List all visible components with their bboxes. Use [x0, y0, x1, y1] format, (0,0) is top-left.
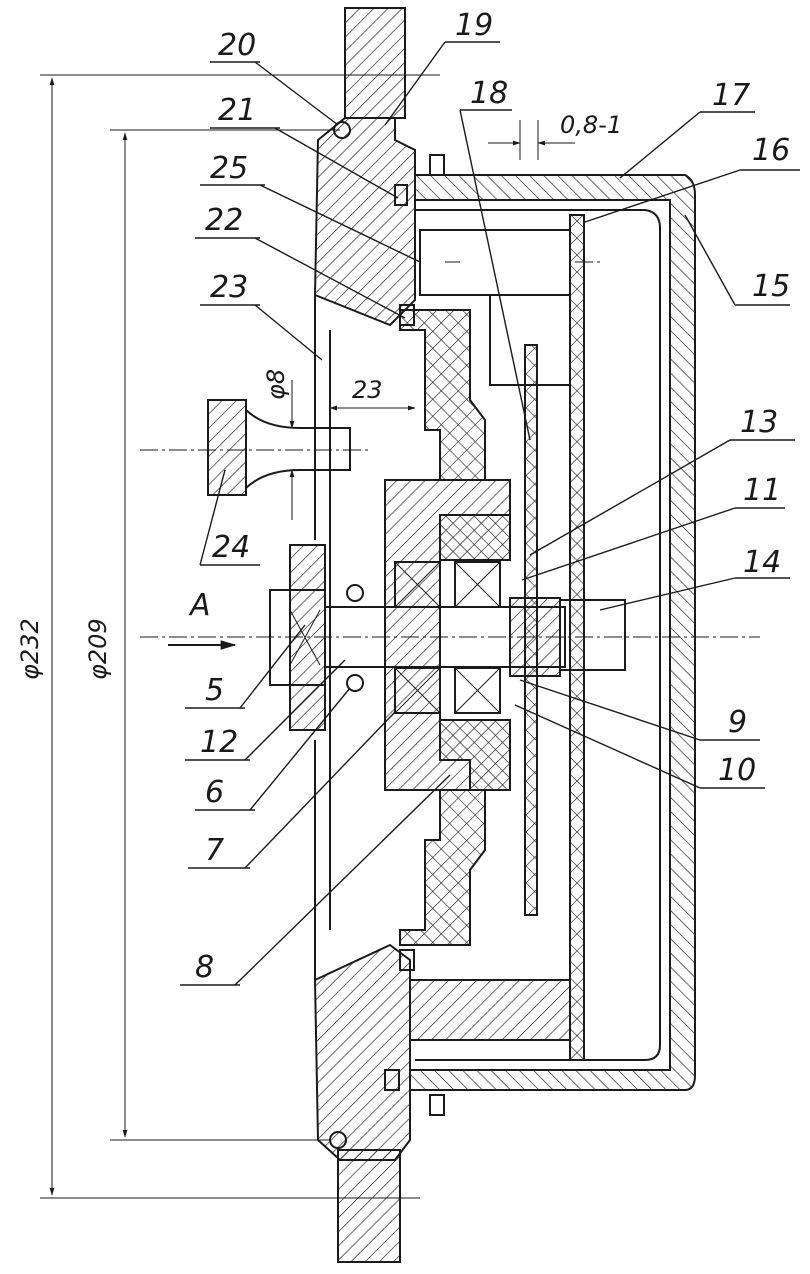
label-16: 16	[752, 133, 790, 168]
label-25: 25	[210, 151, 248, 186]
label-12: 12	[200, 725, 238, 760]
dim-hole-depth: 23	[352, 376, 383, 404]
label-10: 10	[718, 753, 756, 788]
label-5: 5	[205, 673, 224, 708]
dim-inner-diameter: φ209	[84, 618, 112, 680]
flywheel-upper	[313, 117, 416, 327]
label-7: 7	[205, 833, 224, 868]
housing-cover	[409, 174, 696, 1091]
label-22: 22	[205, 203, 243, 238]
friction-lining	[399, 309, 486, 481]
label-18: 18	[470, 76, 508, 111]
seal-lower	[346, 674, 364, 692]
dim-gap: 0,8-1	[560, 111, 622, 139]
bearing-right	[454, 561, 501, 714]
ring-gear-bottom	[320, 1149, 420, 1263]
label-15: 15	[752, 269, 790, 304]
label-9: 9	[728, 705, 747, 740]
friction-plate	[569, 214, 585, 1061]
inner-frame	[415, 209, 661, 1061]
counterweight	[419, 229, 571, 296]
friction-lining-lower	[399, 789, 486, 946]
label-24: 24	[212, 530, 250, 565]
view-label: A	[188, 588, 211, 623]
label-11: 11	[743, 473, 781, 508]
pin-part-24	[140, 399, 370, 496]
shaft-nut	[509, 597, 561, 677]
label-21: 21	[218, 93, 256, 128]
shaft-tip	[559, 599, 626, 671]
label-6: 6	[205, 775, 224, 810]
bolt-bottom	[384, 949, 445, 1116]
counterweight-lower	[409, 979, 571, 1041]
label-20: 20	[218, 28, 256, 63]
seal-upper	[346, 584, 364, 602]
label-19: 19	[455, 8, 493, 43]
dim-hole-diameter: φ8	[262, 369, 290, 400]
label-8: 8	[195, 950, 214, 985]
dim-outer-diameter: φ232	[16, 618, 44, 680]
label-14: 14	[743, 545, 781, 580]
flywheel-lower	[313, 943, 411, 1161]
ring-gear-top	[330, 7, 430, 119]
label-23: 23	[210, 270, 248, 305]
label-13: 13	[740, 405, 778, 440]
label-17: 17	[712, 78, 750, 113]
callouts: 20 19 18 17 16 15 21 25 22 23	[180, 8, 800, 986]
